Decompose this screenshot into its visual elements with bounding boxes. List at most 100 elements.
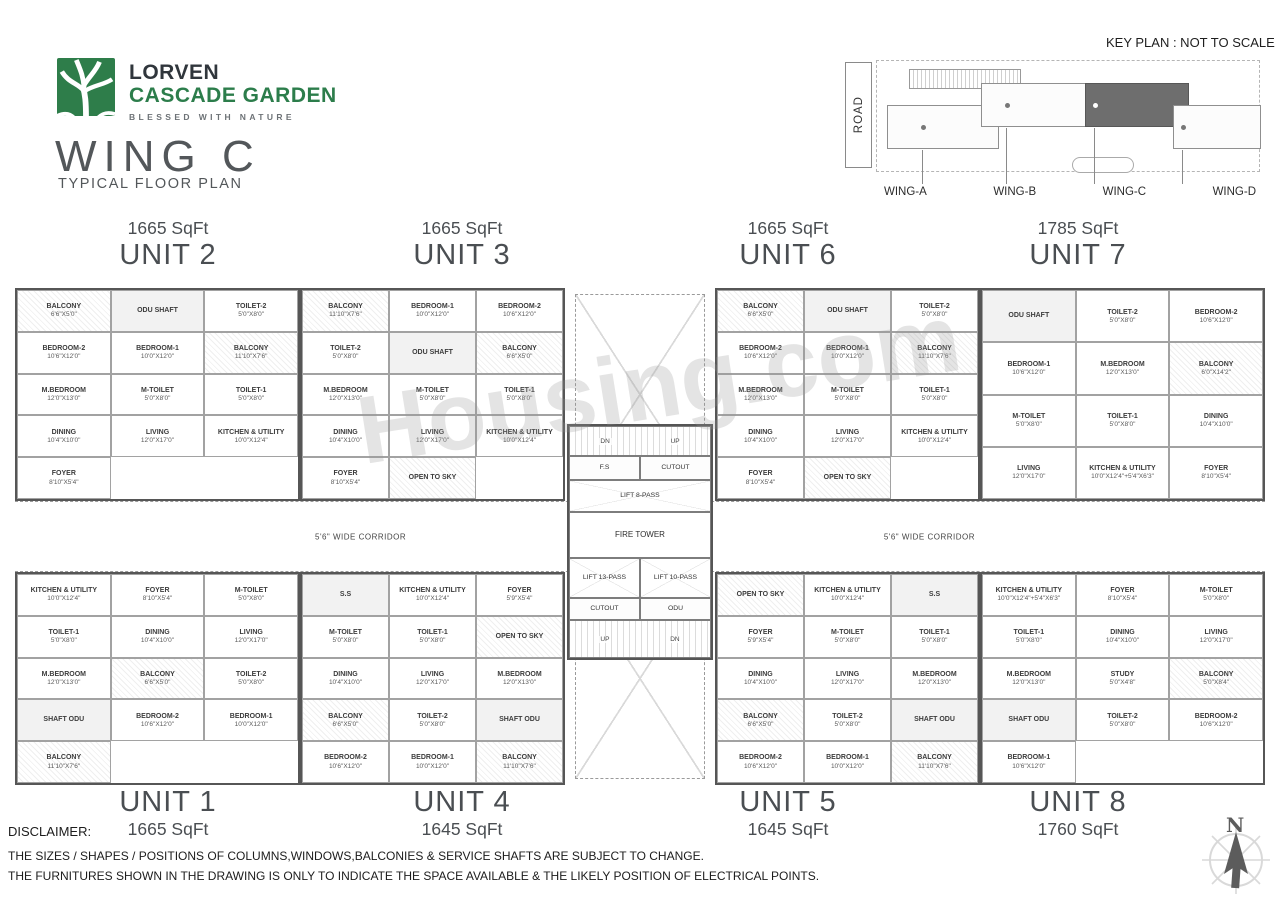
key-plan-wing-a-shape [887, 105, 999, 149]
page-subtitle: TYPICAL FLOOR PLAN [58, 176, 243, 192]
key-plan-wing-b-shape [981, 83, 1093, 127]
room-cell: S.S [891, 574, 978, 616]
svg-text:N: N [1226, 813, 1244, 837]
wing-d-leader-line [1182, 150, 1183, 184]
wing-label: WING-A [884, 186, 927, 198]
wing-c-leader-line [1094, 128, 1095, 184]
key-plan-road: ROAD [845, 62, 872, 168]
room-cell: SHAFT ODU [17, 699, 111, 742]
brand-subname: CASCADE GARDEN [129, 84, 337, 108]
disclaimer-line-1: THE SIZES / SHAPES / POSITIONS OF COLUMN… [8, 849, 704, 863]
brand-tagline: BLESSED WITH NATURE [129, 112, 295, 123]
room-cell: S.S [302, 574, 389, 616]
fire-shaft: F.S [569, 456, 640, 480]
lift-10-pass: LIFT 10-PASS [640, 558, 711, 598]
key-plan-title: KEY PLAN : NOT TO SCALE [1106, 35, 1275, 50]
north-compass-icon: N [1202, 813, 1270, 894]
room-cell: SHAFT ODU [891, 699, 978, 742]
lift-13-pass: LIFT 13-PASS [569, 558, 640, 598]
corridor-label-left: 5'6" WIDE CORRIDOR [315, 532, 407, 541]
room-cell: ODU SHAFT [804, 290, 891, 332]
room-cell: SHAFT ODU [476, 699, 563, 742]
corridor-label-right: 5'6" WIDE CORRIDOR [883, 532, 975, 541]
odu-label: ODU [640, 598, 711, 620]
